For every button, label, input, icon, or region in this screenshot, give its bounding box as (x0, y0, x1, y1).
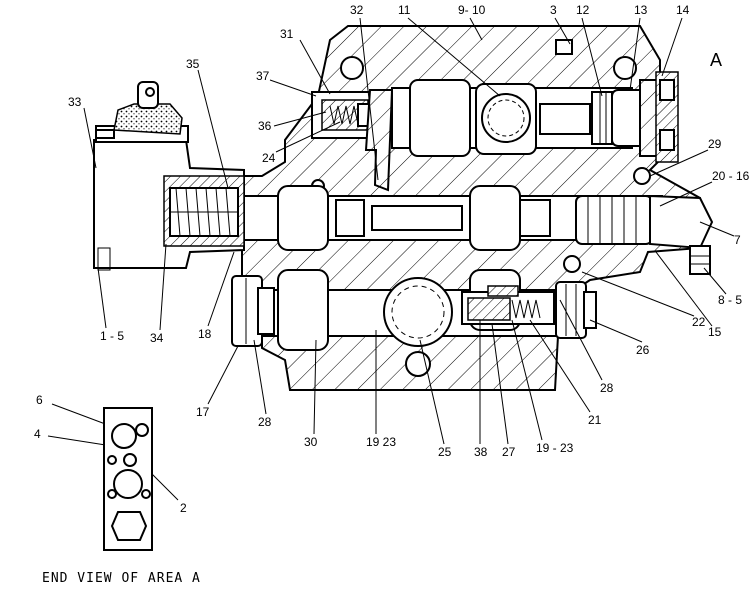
callout: 27 (502, 445, 516, 459)
right-end-cap (655, 71, 679, 163)
callout: 22 (692, 315, 706, 329)
callout: 26 (636, 343, 650, 357)
callout: 38 (474, 445, 488, 459)
callout: 3 (550, 3, 557, 17)
callout: 31 (280, 27, 294, 41)
callout: 37 (256, 69, 270, 83)
relief-valve (461, 285, 555, 325)
callout: 24 (262, 151, 276, 165)
upper-spool-bore (391, 79, 661, 157)
callout: 18 (198, 327, 212, 341)
callout: 13 (634, 3, 648, 17)
callout-labels: 32 11 9- 10 3 12 13 14 31 35 33 37 36 24… (34, 3, 750, 586)
plug-left (231, 275, 275, 347)
callout: 34 (150, 331, 164, 345)
area-tag: A (710, 50, 722, 70)
leader-lines (47, 17, 735, 501)
mount-hole-right (613, 56, 637, 80)
mount-hole-left (340, 56, 364, 80)
callout: 8 - 5 (718, 293, 742, 307)
callout: 15 (708, 325, 722, 339)
callout: 7 (734, 233, 741, 247)
port-25 (383, 277, 453, 347)
plug-right (555, 281, 597, 339)
callout: 6 (36, 393, 43, 407)
callout: 2 (180, 501, 187, 515)
callout: 4 (34, 427, 41, 441)
callout: 14 (676, 3, 690, 17)
callout: 36 (258, 119, 272, 133)
callout: 17 (196, 405, 210, 419)
callout: 25 (438, 445, 452, 459)
end-view-area-a (103, 407, 153, 551)
callout: 20 - 16 (712, 169, 750, 183)
detent-cap (649, 194, 714, 275)
callout: 30 (304, 435, 318, 449)
callout: 19 23 (366, 435, 396, 449)
callout: 33 (68, 95, 82, 109)
callout: 1 - 5 (100, 329, 124, 343)
callout: 9- 10 (458, 3, 486, 17)
callout: 19 - 23 (536, 441, 574, 455)
callout: 21 (588, 413, 602, 427)
end-view-caption: END VIEW OF AREA A (42, 571, 201, 586)
callout: 11 (398, 3, 411, 17)
callout: 28 (258, 415, 272, 429)
callout: 12 (576, 3, 590, 17)
callout: 28 (600, 381, 614, 395)
top-flange (555, 39, 573, 55)
callout: 32 (350, 3, 364, 17)
callout: 35 (186, 57, 200, 71)
callout: 29 (708, 137, 722, 151)
spring-cap (93, 81, 245, 271)
